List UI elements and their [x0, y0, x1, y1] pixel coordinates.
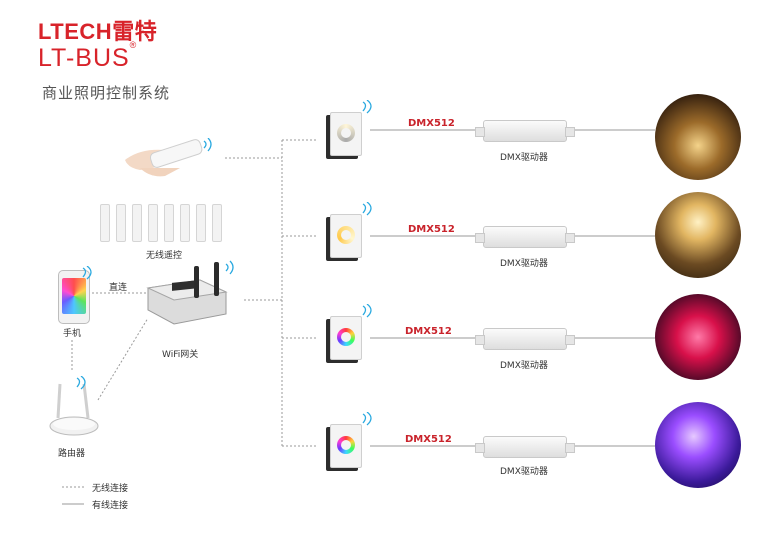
- dmx-driver: [475, 436, 575, 458]
- dmx-driver: [475, 120, 575, 142]
- direct-label: 直连: [109, 283, 128, 293]
- scene-image-chandelier: [655, 192, 741, 278]
- wifi-signal-icon: [82, 266, 92, 280]
- wireless-remote-group: [100, 204, 230, 244]
- legend-wired-label: 有线连接: [92, 501, 129, 511]
- phone-label: 手机: [63, 329, 82, 339]
- wifi-signal-icon: [362, 202, 372, 216]
- brand-logo: LTECH雷特: [38, 19, 158, 44]
- wifi-signal-icon: [362, 304, 372, 318]
- touch-panel: [330, 112, 362, 156]
- phone-icon: [58, 270, 90, 324]
- product-logo: LT-BUS®: [38, 40, 137, 73]
- dmx-driver: [475, 328, 575, 350]
- wifi-signal-icon: [362, 412, 372, 426]
- dmx-signal-label: DMX512: [408, 118, 455, 129]
- dmx-driver-label: DMX驱动器: [500, 259, 548, 269]
- dmx-driver-label: DMX驱动器: [500, 467, 548, 477]
- touch-panel: [330, 316, 362, 360]
- wireless-remote-label: 无线遥控: [146, 251, 183, 261]
- wifi-signal-icon: [76, 376, 86, 390]
- router-icon: [49, 383, 99, 436]
- scene-image-club: [655, 294, 741, 380]
- touch-panel: [330, 214, 362, 258]
- wifi-gateway-icon: [146, 260, 234, 325]
- scene-image-stage: [655, 402, 741, 488]
- dmx-driver-label: DMX驱动器: [500, 153, 548, 163]
- remote-control-icon: [125, 138, 212, 177]
- dmx-signal-label: DMX512: [405, 434, 452, 445]
- router-label: 路由器: [58, 449, 86, 459]
- legend-wireless-label: 无线连接: [92, 484, 129, 494]
- wifi-signal-icon: [362, 100, 372, 114]
- page-title: 商业照明控制系统: [42, 84, 171, 102]
- scene-image-hall: [655, 94, 741, 180]
- registered-mark: ®: [129, 40, 138, 50]
- wifi-gateway-label: WiFi网关: [162, 350, 199, 360]
- dmx-signal-label: DMX512: [408, 224, 455, 235]
- product-name: LT-BUS: [38, 44, 130, 72]
- dmx-signal-label: DMX512: [405, 326, 452, 337]
- touch-panel: [330, 424, 362, 468]
- dmx-driver-label: DMX驱动器: [500, 361, 548, 371]
- dmx-driver: [475, 226, 575, 248]
